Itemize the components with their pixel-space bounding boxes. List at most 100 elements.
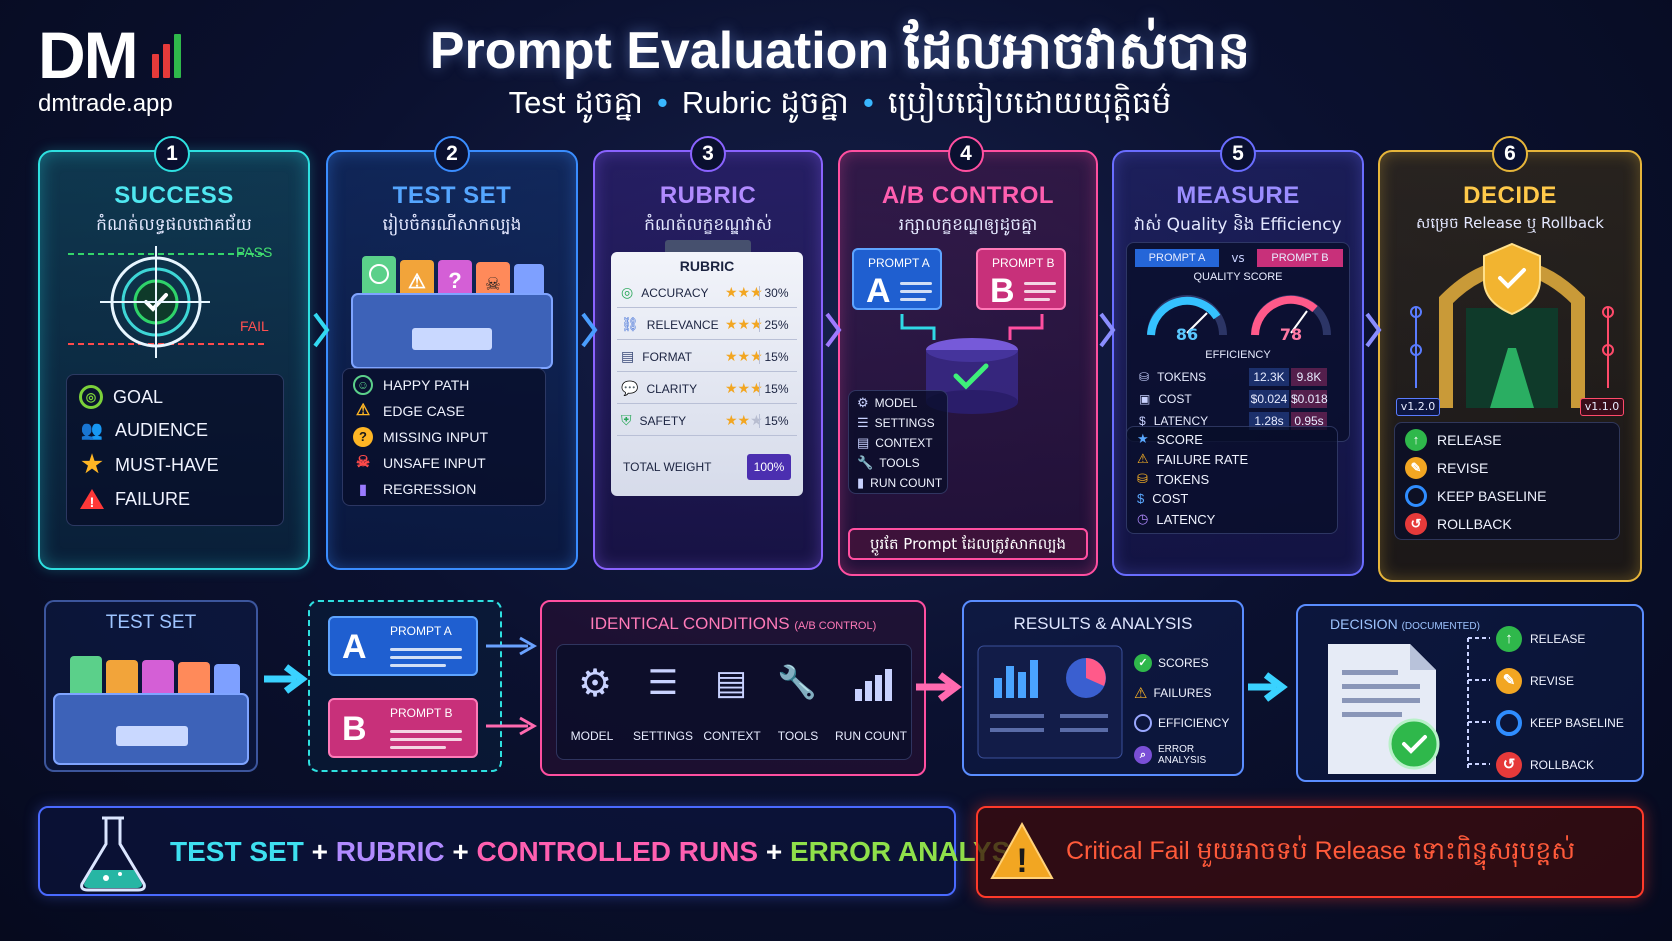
decision-branches [1467, 637, 1490, 768]
list-item: ?MISSING INPUT [353, 427, 488, 447]
link-icon: ⛓ [621, 316, 639, 332]
gear-icon: ⚙ [857, 395, 869, 410]
arrow-up-icon: ↑ [1496, 626, 1522, 652]
metric-name: COST [1158, 392, 1192, 406]
item-label: ROLLBACK [1530, 758, 1595, 772]
metric-name: TOKENS [1157, 370, 1207, 384]
score-a: 86 [1175, 325, 1199, 344]
criterion-weight: 25% [759, 317, 793, 332]
formula-plus: + [452, 836, 469, 867]
item-label: UNSAFE INPUT [383, 455, 486, 471]
list-item: ⚠FAILURE RATE [1137, 451, 1248, 467]
list-item: ⌕ ERROR ANALYSIS [1134, 744, 1242, 766]
svg-text:⚠: ⚠ [408, 271, 426, 293]
svg-text:!: ! [1016, 842, 1027, 880]
decision-list: ↑RELEASE ✎REVISE KEEP BASELINE ↺ROLLBACK [1394, 422, 1620, 540]
document-icon: ▤ [714, 663, 748, 703]
happy-face-icon: ☺ [353, 375, 373, 395]
item-label: EDGE CASE [383, 403, 465, 419]
step-subtitle: រៀបចំករណីសាកល្បង [382, 215, 522, 235]
item-label: RELEASE [1437, 432, 1502, 448]
list-item: ▮RUN COUNT [857, 475, 942, 491]
bar-chart-icon: ▮ [857, 475, 865, 490]
star-rating: ★★★ [725, 284, 763, 300]
formula-part-test-set: TEST SET [170, 836, 304, 867]
decision-note: (DOCUMENTED) [1401, 621, 1480, 632]
circle-icon [1496, 710, 1522, 736]
item-label: KEEP BASELINE [1530, 716, 1624, 730]
prompt-a-letter: A [342, 628, 367, 666]
subtitle-part-3: ប្រៀបធៀបដោយយុត្តិធម៌ [887, 85, 1172, 120]
logo-bars-icon [148, 26, 194, 78]
list-item: KEEP BASELINE [1496, 710, 1624, 736]
conditions-panel: ⚙ ☰ ▤ 🔧 MODEL SETTINGS CONTEXT TOOLS RUN… [556, 644, 912, 760]
prompt-b-label: PROMPT B [992, 256, 1055, 270]
list-item: $ COST [1137, 491, 1188, 506]
step-title: A/B CONTROL [881, 182, 1055, 209]
item-label: ERROR ANALYSIS [1158, 744, 1207, 766]
subtitle-part-2: Rubric ដូចគ្នា [681, 85, 849, 120]
svg-text:?: ? [448, 268, 461, 293]
condition-label: TOOLS [777, 729, 819, 743]
list-item: ✎REVISE [1496, 668, 1574, 694]
formula-plus: + [765, 836, 783, 867]
step-title: DECIDE [1463, 182, 1557, 209]
total-weight-label: TOTAL WEIGHT [623, 460, 712, 474]
chevron-right-icon [581, 312, 598, 348]
criterion-name: FORMAT [642, 349, 693, 364]
metric-a: 12.3K [1249, 368, 1289, 386]
criterion-name: ACCURACY [641, 285, 709, 300]
item-label: RELEASE [1530, 632, 1586, 646]
step-card-ab-control: A/B CONTROL រក្សាលក្ខខណ្ឌឲ្យដូចគ្នា PROM… [838, 150, 1098, 576]
criterion-weight: 30% [759, 285, 793, 300]
item-label: EFFICIENCY [1158, 716, 1230, 730]
step-title: TEST SET [392, 182, 512, 209]
step-subtitle: វាស់ Quality និង Efficiency [1134, 215, 1342, 235]
rubric-row: 💬CLARITY★★★15% [617, 374, 797, 404]
document-icon: ▤ [621, 348, 635, 364]
step-card-rubric: RUBRIC កំណត់លក្ខខណ្ឌវាស់ RUBRIC ◎ACCURAC… [593, 150, 823, 570]
condition-label: CONTEXT [703, 729, 761, 743]
chevron-right-icon [313, 312, 330, 348]
svg-text:☠: ☠ [485, 274, 501, 295]
chevron-right-icon [825, 312, 842, 348]
list-item: ◎ GOAL [79, 385, 163, 409]
criterion-weight: 15% [759, 381, 793, 396]
step-number-badge: 5 [1220, 136, 1256, 172]
flow-test-set-label: TEST SET [105, 612, 197, 633]
chevron-right-icon [1365, 312, 1382, 348]
item-label: SCORE [1156, 431, 1203, 447]
item-label: COST [1152, 491, 1189, 506]
brand-url: dmtrade.app [38, 90, 173, 117]
step-title: SUCCESS [114, 182, 234, 209]
warning-icon: ⚠ [355, 402, 371, 419]
decision-title-text: DECISION [1330, 616, 1398, 632]
item-label: REGRESSION [383, 481, 477, 497]
step-title: MEASURE [1176, 182, 1300, 209]
step-card-decide: DECIDE សម្រេច Release ឬ Rollback v1.2.0 … [1378, 150, 1642, 582]
pencil-icon: ✎ [1496, 668, 1522, 694]
controls-list: ⚙MODEL ☰SETTINGS ▤CONTEXT 🔧TOOLS ▮RUN CO… [848, 390, 948, 494]
audience-icon: 👥 [80, 420, 104, 440]
quality-score-label: QUALITY SCORE [1193, 271, 1283, 283]
prompt-b-label: PROMPT B [390, 706, 453, 720]
star-rating: ★★★ [725, 348, 763, 364]
item-label: FAILURE RATE [1156, 451, 1249, 467]
rubric-board-title: RUBRIC [679, 258, 735, 274]
star-rating: ★★★ [725, 380, 763, 396]
warning-icon: ⚠ [1134, 685, 1148, 702]
list-item: ⛁TOKENS [1137, 471, 1209, 487]
success-criteria-list: ◎ GOAL 👥 AUDIENCE ★ MUST-HAVE ! FAILURE [66, 374, 284, 526]
item-label: SETTINGS [874, 416, 935, 430]
step-title: RUBRIC [659, 182, 757, 209]
criterion-name: SAFETY [639, 413, 687, 428]
subtitle-separator: • [862, 85, 874, 120]
flow-decision: DECISION (DOCUMENTED) ↑ RELEASE ✎REVISE K… [1296, 604, 1644, 782]
analytics-dashboard-icon [977, 645, 1123, 759]
efficiency-label: EFFICIENCY [1205, 349, 1271, 361]
star-icon: ★ [81, 451, 103, 478]
dollar-icon: $ [1137, 491, 1145, 506]
conditions-title: IDENTICAL CONDITIONS (A/B CONTROL) [590, 614, 876, 634]
subtitle-part-1: Test ដូចគ្នា [508, 85, 644, 120]
magnifier-icon: ⌕ [1134, 746, 1152, 764]
